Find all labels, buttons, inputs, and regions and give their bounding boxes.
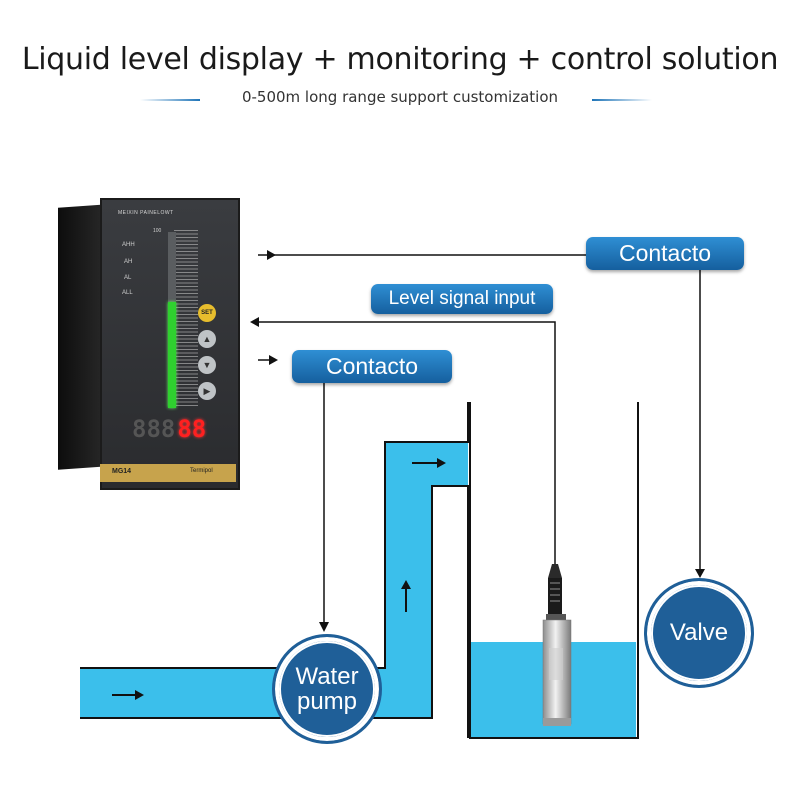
alarm-al: AL	[124, 275, 132, 281]
subtitle: 0-500m long range support customization	[241, 88, 559, 106]
water-pump-label-line1: Water	[295, 663, 359, 690]
water-pump-node: Water pump	[272, 634, 382, 744]
page-title: Liquid level display + monitoring + cont…	[21, 42, 779, 77]
scale-ticks	[174, 230, 198, 408]
device-label-strip	[100, 464, 236, 482]
set-button[interactable]: SET	[198, 304, 216, 322]
water-pump-label-line2: pump	[296, 688, 358, 715]
subtitle-line-left	[140, 99, 200, 101]
level-controller-device: MEIXIN PAINELOWT AHH AH AL ALL 100 SET ▲…	[58, 198, 240, 490]
right-arrow-icon	[412, 458, 446, 468]
right-button[interactable]: ▶	[198, 382, 216, 400]
device-model: MG14	[112, 468, 132, 475]
wire-mid-contacto	[258, 355, 329, 632]
scale-top-label: 100	[153, 228, 162, 234]
up-button[interactable]: ▲	[198, 330, 216, 348]
valve-label: Valve	[669, 619, 729, 646]
subtitle-line-right	[592, 99, 652, 101]
level-bar	[168, 302, 176, 408]
water-pump-label: Water pump	[295, 664, 358, 714]
digit-display: 888 88	[132, 416, 228, 442]
riser-pipe-inner	[360, 485, 469, 738]
level-sensor-probe	[542, 564, 572, 726]
riser-pipe	[360, 442, 468, 718]
alarm-ahh: AHH	[122, 242, 135, 248]
device-maker: Termipol	[190, 468, 213, 474]
alarm-all: ALL	[122, 290, 133, 296]
digits-on: 88	[177, 415, 207, 443]
device-brand: MEIXIN PAINELOWT	[118, 210, 174, 216]
contacto-mid-label: Contacto	[292, 350, 452, 383]
tank-walls	[469, 402, 639, 739]
up-arrow-icon	[401, 580, 411, 612]
wire-top-contacto	[258, 250, 705, 578]
inlet-pipe	[80, 668, 300, 718]
contacto-top-label: Contacto	[586, 237, 744, 270]
digits-off: 888	[132, 415, 176, 443]
level-signal-label: Level signal input	[371, 284, 553, 314]
down-button[interactable]: ▼	[198, 356, 216, 374]
wire-level-signal	[250, 317, 556, 564]
valve-node: Valve	[644, 578, 754, 688]
alarm-ah: AH	[124, 259, 133, 265]
subtitle-wrap: 0-500m long range support customization	[0, 88, 800, 107]
right-arrow-icon	[112, 690, 144, 700]
